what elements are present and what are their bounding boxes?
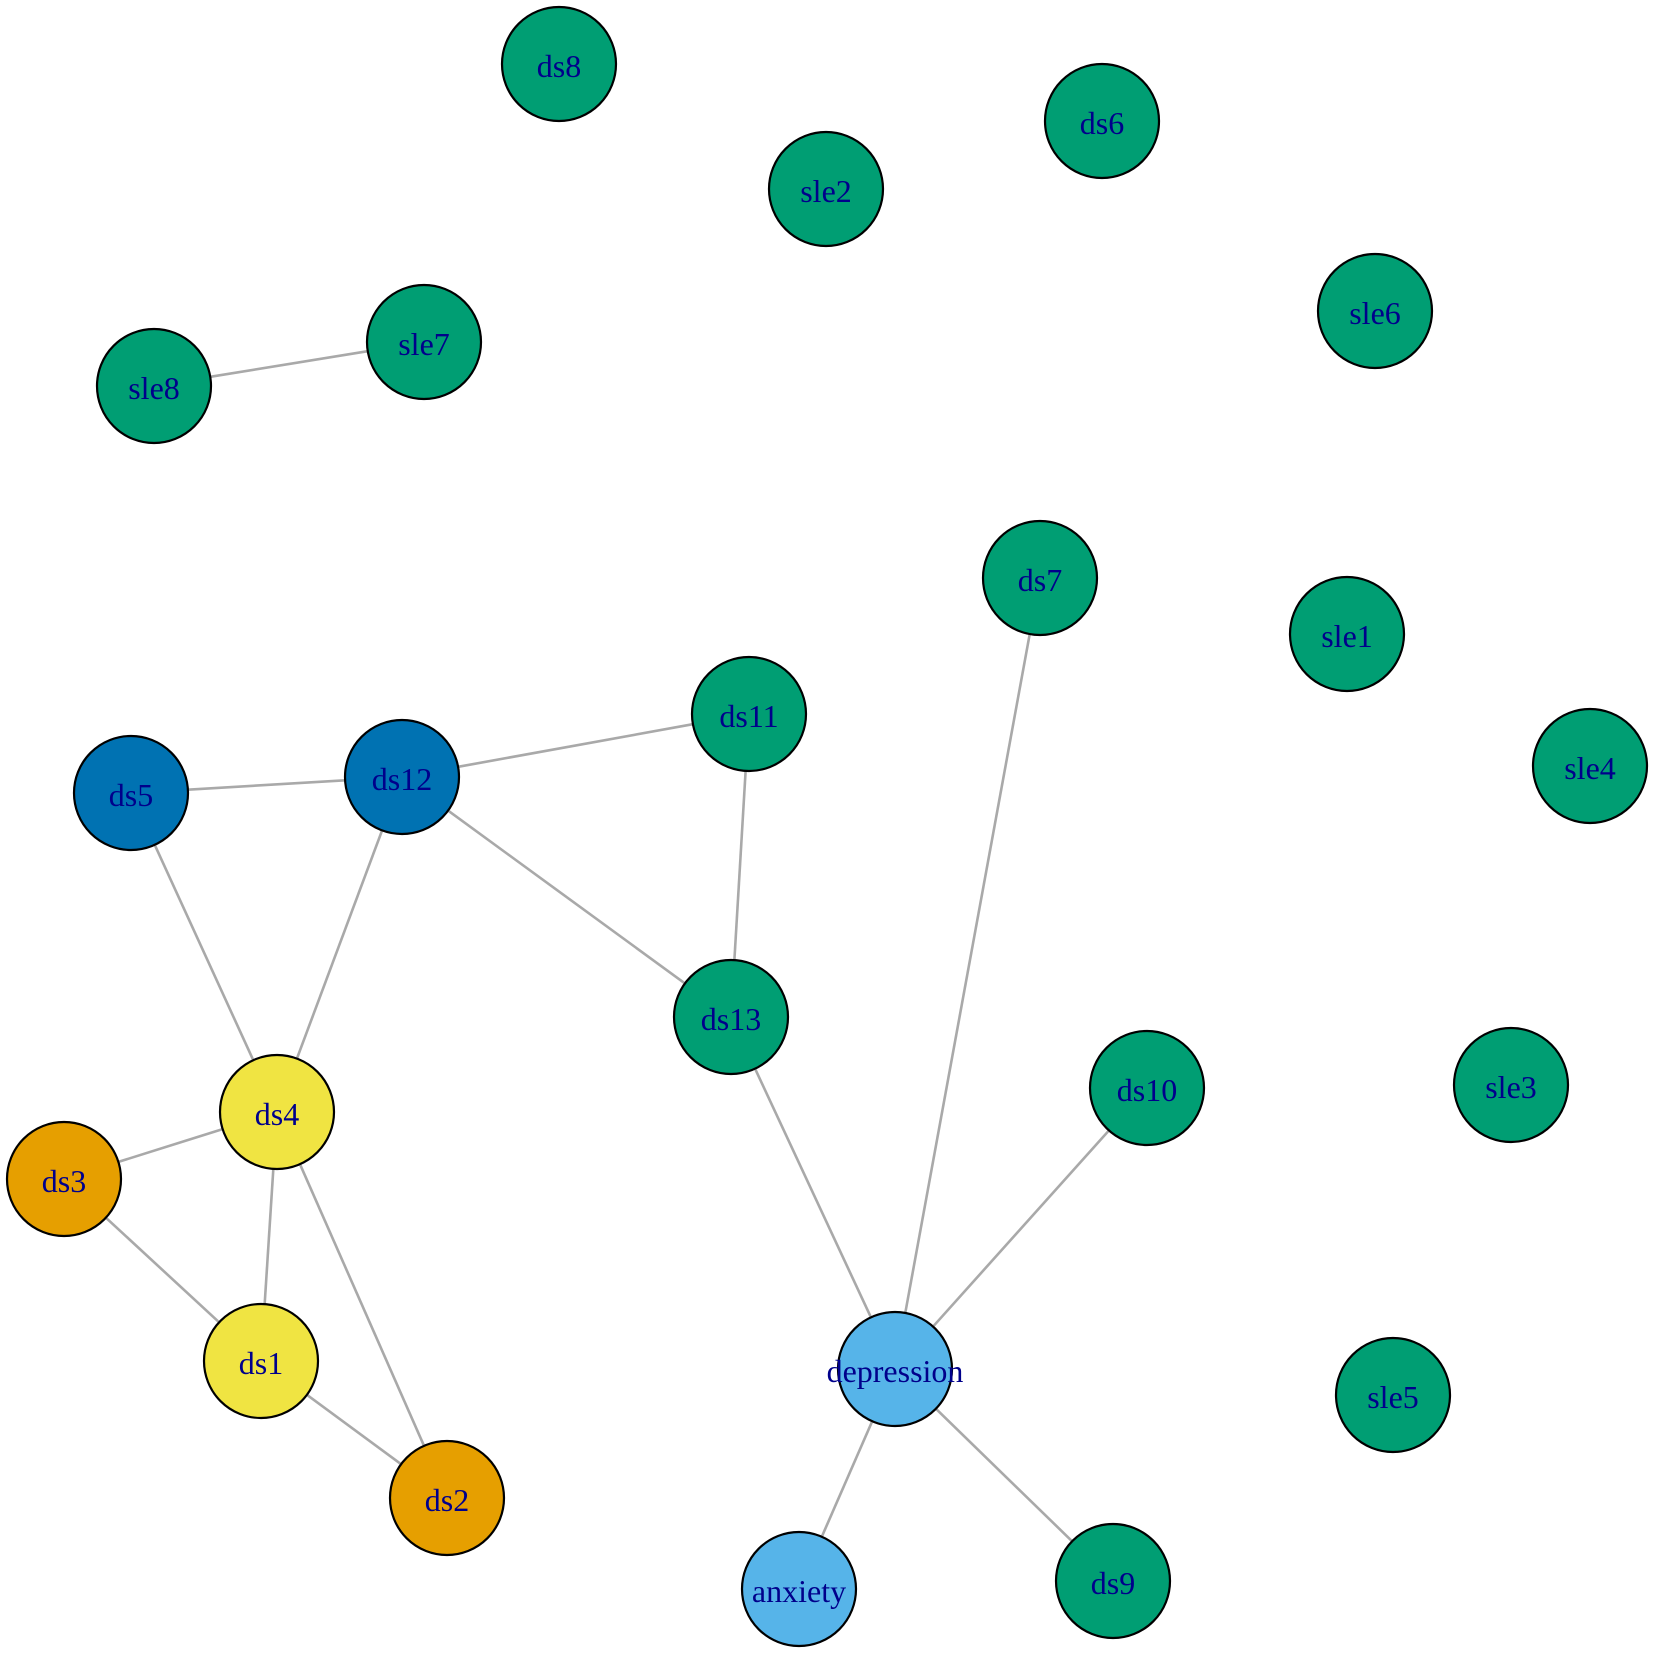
edge-ds12-ds4 <box>295 829 384 1060</box>
node-ds1: ds1 <box>202 1302 320 1420</box>
node-sle2: sle2 <box>767 130 885 248</box>
edge-ds11-ds13 <box>733 770 747 961</box>
node-label-ds13: ds13 <box>701 1001 761 1037</box>
edge-ds4-ds1 <box>263 1168 275 1305</box>
node-label-ds6: ds6 <box>1080 105 1124 141</box>
node-ds11: ds11 <box>690 655 808 773</box>
node-ds5: ds5 <box>72 734 190 852</box>
node-label-sle4: sle4 <box>1564 750 1616 786</box>
node-label-ds1: ds1 <box>239 1345 283 1381</box>
node-circle-ds1 <box>202 1302 320 1420</box>
edge-ds13-depression <box>753 1068 873 1318</box>
node-circle-ds4 <box>218 1053 336 1171</box>
node-label-ds7: ds7 <box>1018 562 1062 598</box>
node-depression: depression <box>827 1310 964 1428</box>
node-label-sle7: sle7 <box>398 326 450 362</box>
node-label-ds5: ds5 <box>109 777 153 813</box>
node-circle-sle4 <box>1531 707 1649 825</box>
node-label-ds12: ds12 <box>372 761 432 797</box>
node-label-ds4: ds4 <box>255 1096 299 1132</box>
edge-ds5-ds4 <box>153 844 255 1061</box>
node-circle-ds9 <box>1054 1522 1172 1640</box>
node-label-sle1: sle1 <box>1321 618 1373 654</box>
node-sle7: sle7 <box>365 283 483 401</box>
edge-ds12-ds13 <box>447 809 686 985</box>
edge-depression-ds9 <box>934 1407 1074 1543</box>
node-sle1: sle1 <box>1288 575 1406 693</box>
node-circle-ds13 <box>672 958 790 1076</box>
node-circle-sle5 <box>1334 1336 1452 1454</box>
node-circle-sle7 <box>365 283 483 401</box>
node-circle-ds3 <box>5 1120 123 1238</box>
node-circle-ds11 <box>690 655 808 773</box>
edge-ds4-ds2 <box>298 1163 426 1447</box>
node-circle-sle2 <box>767 130 885 248</box>
node-label-sle8: sle8 <box>128 370 180 406</box>
node-circle-ds8 <box>500 5 618 123</box>
node-circle-ds5 <box>72 734 190 852</box>
node-label-sle3: sle3 <box>1485 1069 1537 1105</box>
node-circle-sle1 <box>1288 575 1406 693</box>
edges-layer <box>104 349 1110 1543</box>
node-circle-sle3 <box>1452 1026 1570 1144</box>
edge-ds3-ds1 <box>104 1216 221 1324</box>
edge-ds7-depression <box>903 633 1032 1314</box>
node-circle-ds7 <box>981 519 1099 637</box>
node-ds7: ds7 <box>981 519 1099 637</box>
node-circle-sle6 <box>1316 252 1434 370</box>
node-ds12: ds12 <box>343 718 461 836</box>
node-circle-anxiety <box>740 1530 858 1648</box>
node-sle5: sle5 <box>1334 1336 1452 1454</box>
node-sle8: sle8 <box>95 327 213 445</box>
node-label-ds11: ds11 <box>719 698 778 734</box>
node-label-ds8: ds8 <box>537 48 581 84</box>
node-ds6: ds6 <box>1043 62 1161 180</box>
edge-ds1-ds2 <box>306 1393 402 1466</box>
edge-depression-anxiety <box>820 1420 874 1538</box>
node-circle-sle8 <box>95 327 213 445</box>
node-anxiety: anxiety <box>740 1530 858 1648</box>
node-circle-ds6 <box>1043 62 1161 180</box>
nodes-layer: ds8 ds6 sle2 sle6 sle7 sle8 ds7 sle1 ds11 sle4 ds5… <box>5 5 1649 1648</box>
node-ds4: ds4 <box>218 1053 336 1171</box>
node-label-depression: depression <box>827 1353 964 1389</box>
node-sle4: sle4 <box>1531 707 1649 825</box>
node-ds2: ds2 <box>388 1439 506 1557</box>
edge-ds5-ds12 <box>187 779 346 791</box>
node-circle-ds10 <box>1088 1029 1206 1147</box>
node-label-ds3: ds3 <box>42 1163 86 1199</box>
node-label-sle5: sle5 <box>1367 1379 1419 1415</box>
node-sle6: sle6 <box>1316 252 1434 370</box>
node-ds13: ds13 <box>672 958 790 1076</box>
node-circle-ds12 <box>343 718 461 836</box>
node-circle-ds2 <box>388 1439 506 1557</box>
node-ds10: ds10 <box>1088 1029 1206 1147</box>
node-ds3: ds3 <box>5 1120 123 1238</box>
edge-sle8-sle7 <box>210 349 368 379</box>
node-label-ds2: ds2 <box>425 1482 469 1518</box>
node-label-ds10: ds10 <box>1117 1072 1177 1108</box>
node-circle-depression <box>836 1310 954 1428</box>
node-ds8: ds8 <box>500 5 618 123</box>
node-label-sle6: sle6 <box>1349 295 1401 331</box>
node-ds9: ds9 <box>1054 1522 1172 1640</box>
node-label-anxiety: anxiety <box>752 1573 846 1609</box>
node-label-ds9: ds9 <box>1091 1565 1135 1601</box>
node-sle3: sle3 <box>1452 1026 1570 1144</box>
edge-ds10-depression <box>932 1129 1110 1328</box>
edge-ds4-ds3 <box>117 1127 224 1164</box>
edge-ds12-ds11 <box>457 722 694 769</box>
node-label-sle2: sle2 <box>800 173 852 209</box>
